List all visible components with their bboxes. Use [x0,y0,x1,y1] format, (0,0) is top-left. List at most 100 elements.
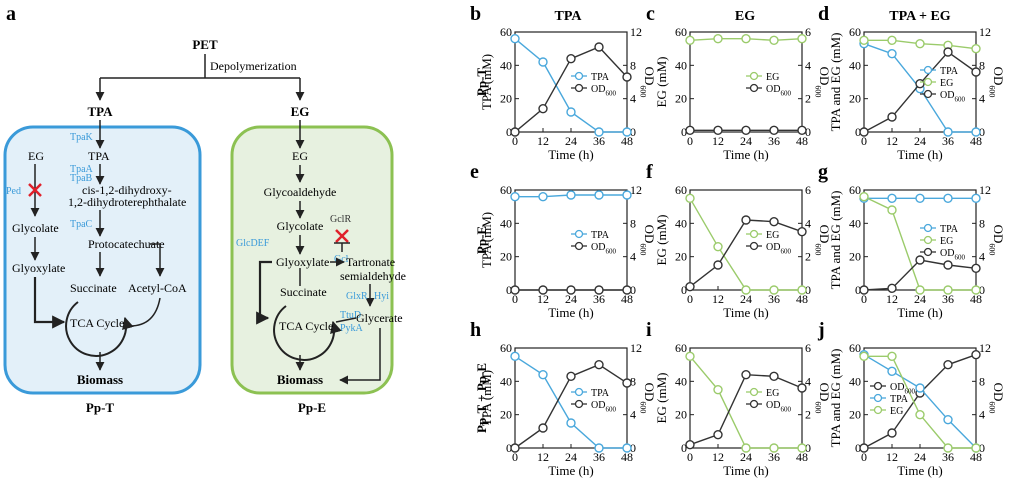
legend-label: TPA [940,224,959,235]
data-point-eg [769,35,779,46]
data-point-eg [741,285,751,295]
y-tick-label: 60 [500,341,512,355]
plot-frame [514,189,628,291]
legend-marker [923,223,933,233]
y-tick-label: 40 [675,374,687,388]
data-point-tpa [510,33,520,44]
data-point-od [859,443,869,453]
y-tick-label: 0 [681,283,687,297]
data-point-eg [713,241,723,252]
y-tick-label: 60 [500,183,512,197]
svg-text:OD600: OD600 [890,382,915,396]
y-tick-label: 60 [849,341,861,355]
data-point-od [622,378,632,388]
svg-text:OD600: OD600 [591,242,616,256]
x-axis-label: Time (h) [548,463,593,478]
row-title-pp-e: Pp-E [474,226,489,254]
x-tick-label: 36 [942,134,954,148]
pt-acetylcoa: Acetyl-CoA [128,281,187,295]
row-title-pp-t-pp-e: Pp-T + Pp-E [474,363,489,433]
y-tick-label: 40 [500,58,512,72]
legend-marker [574,241,584,251]
x-tick-label: 48 [621,450,633,464]
x-axis-label: Time (h) [897,147,942,162]
pt-protocatechuate: Protocatechuate [88,237,165,251]
pet-label: PET [192,37,218,52]
x-axis-label: Time (h) [548,305,593,320]
data-point-od [713,125,723,136]
pe-tartronate-line2: semialdehyde [340,269,406,283]
y2-tick-label: 8 [630,216,636,230]
data-point-od [943,359,953,370]
data-point-od [538,103,548,114]
legend-label: EG [766,72,779,83]
x-axis-label: Time (h) [723,463,768,478]
y-axis-label: TPA (mM) [479,212,494,268]
x-tick-label: 36 [768,450,780,464]
data-point-tpa [566,418,576,428]
x-tick-label: 24 [914,292,926,306]
data-point-od [887,112,897,122]
x-axis-label: Time (h) [897,463,942,478]
panel-letter-group: b c d e f g h i j TPA EG TPA + EG Pp-T P… [470,3,951,433]
data-point-od [741,125,751,136]
pt-glycolate: Glycolate [12,221,59,235]
y-tick-label: 20 [500,250,512,264]
y-tick-label: 40 [675,58,687,72]
y-tick-label: 0 [855,283,861,297]
data-point-eg [943,443,953,453]
x-tick-label: 0 [861,134,867,148]
legend-marker [923,247,933,257]
depolymerization-label: Depolymerization [210,59,297,73]
pt-glyoxylate: Glyoxylate [12,261,65,275]
y-tick-label: 20 [849,250,861,264]
y2-tick-label: 4 [630,92,636,106]
legend-marker [574,387,584,397]
x-tick-label: 0 [512,450,518,464]
legend-marker [749,71,759,81]
y2-tick-label: 4 [979,92,985,106]
data-point-tpa [971,127,981,137]
data-point-od [797,226,807,237]
legend-label: TPA [591,388,610,399]
y-axis-label: EG (mM) [654,373,669,424]
y-tick-label: 0 [681,125,687,139]
legend-marker [749,83,759,93]
legend-marker [749,399,759,409]
y-axis-label: TPA (mM) [479,54,494,110]
legend-marker [873,405,883,415]
od600-axis-label: OD600 [987,67,1006,98]
pt-dihydroxy-line1: cis-1,2-dihydroxy- [82,183,172,197]
series-line-od [863,354,977,449]
y2-tick-label: 12 [979,25,991,39]
enzyme-tpab: TpaB [70,173,93,184]
y2-tick-label: 12 [979,341,991,355]
y2-tick-label: 4 [979,408,985,422]
data-point-eg [797,33,807,44]
y2-tick-label: 2 [805,92,811,106]
legend-marker [873,381,883,391]
pt-tpa: TPA [88,149,110,163]
column-title-eg: EG [735,9,755,24]
y2-tick-label: 0 [630,441,636,455]
data-point-od [713,429,723,440]
data-point-eg [859,191,869,202]
od600-axis-label: OD600 [591,84,616,98]
legend-label: TPA [591,72,610,83]
x-tick-label: 24 [740,450,752,464]
data-point-od [859,127,869,137]
data-point-od [510,443,520,453]
y2-tick-label: 8 [630,374,636,388]
data-point-eg [741,33,751,44]
y2-tick-label: 6 [805,183,811,197]
y-tick-label: 20 [500,408,512,422]
x-tick-label: 36 [942,450,954,464]
y2-tick-label: 8 [979,58,985,72]
pe-glycoaldehyde: Glycoaldehyde [264,185,337,199]
x-tick-label: 0 [512,134,518,148]
panel-letter-c: c [646,3,655,25]
